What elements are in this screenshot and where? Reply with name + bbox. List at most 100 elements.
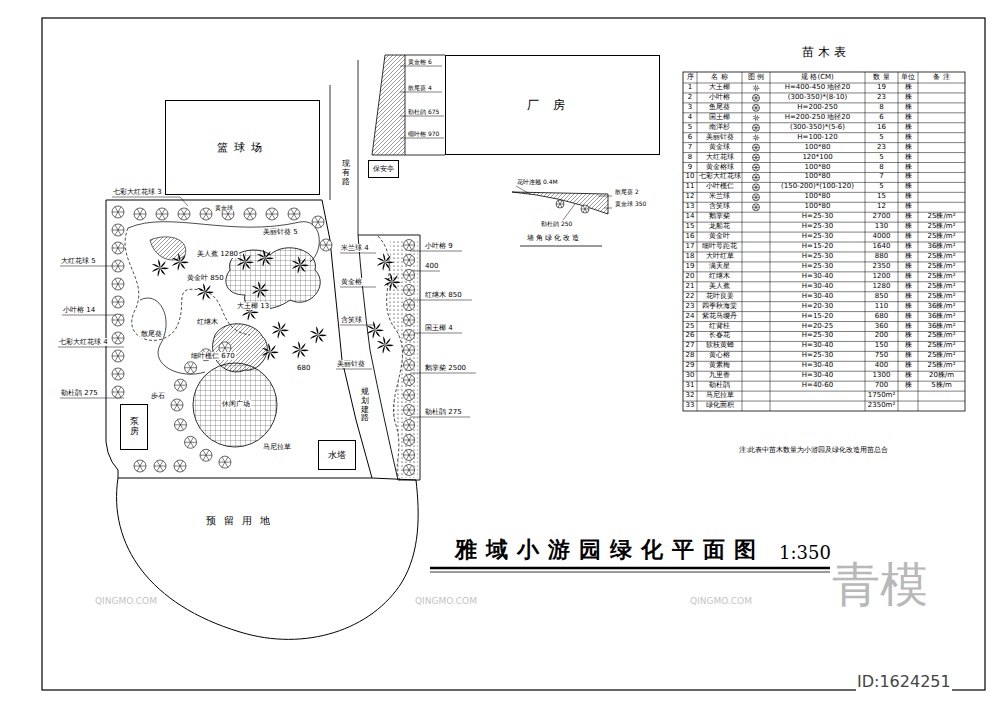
tree-branch: [318, 222, 324, 223]
table-cell: 850: [865, 292, 898, 302]
road-name: 规划建路: [360, 388, 370, 423]
tree-crown: [556, 200, 564, 208]
table-cell: 紫花马缨丹: [697, 312, 742, 322]
tree-symbol: [112, 350, 124, 362]
table-cell: 大红花球: [697, 153, 742, 163]
table-cell: 株: [898, 222, 918, 232]
table-cell: 大叶红草: [697, 252, 742, 262]
tree-branch: [406, 330, 409, 335]
table-cell: 马尼拉草: [697, 391, 742, 401]
table-cell: 36株/m²: [918, 322, 965, 332]
tree-branch: [756, 95, 758, 98]
palm-leaf: [375, 323, 381, 330]
tree-branch: [247, 209, 250, 214]
tree-branch: [115, 243, 118, 248]
table-cell: 27: [683, 341, 697, 351]
tree-crown: [174, 419, 186, 431]
tree-branch: [409, 435, 412, 440]
tree-branch: [188, 363, 191, 368]
watermark: QINGMO.COM: [95, 596, 157, 607]
palm-leaf: [203, 283, 205, 292]
tree-branch: [756, 107, 760, 108]
palm-leaf: [245, 262, 251, 269]
palm-leaf: [756, 115, 758, 118]
tree-branch: [137, 461, 140, 466]
table-cell: 880: [865, 252, 898, 262]
tree-branch: [222, 214, 228, 215]
tree-branch: [409, 245, 412, 250]
tree-branch: [754, 128, 756, 131]
tree-branch: [112, 374, 118, 375]
tree-branch: [115, 279, 118, 284]
table-cell: 200: [865, 331, 898, 341]
table-cell: 黄素梅: [697, 361, 742, 371]
tree-branch: [754, 197, 756, 200]
table-cell: 25株/m²: [918, 331, 965, 341]
caption-underline: [520, 246, 602, 247]
tree-branch: [191, 367, 197, 368]
tree-branch: [756, 125, 758, 128]
table-cell: H=30-40: [770, 282, 865, 292]
tree-branch: [203, 214, 206, 219]
tree-branch: [203, 455, 206, 460]
table-cell: 11: [683, 182, 697, 192]
drawing-title: 雅域小游园绿化平面图: [455, 536, 765, 562]
tree-symbol: [112, 242, 124, 254]
tree-branch: [753, 147, 757, 148]
tree-crown: [112, 368, 124, 380]
palm-leaf: [180, 262, 189, 264]
tree-branch: [118, 212, 124, 213]
plant-callout: 黄金球: [214, 204, 234, 211]
tree-crown: [404, 240, 415, 251]
tree-symbol: [556, 200, 564, 208]
tree-branch: [756, 197, 758, 200]
tree-branch: [174, 466, 180, 467]
tree-branch: [409, 440, 415, 441]
palm-leaf: [172, 262, 180, 266]
table-cell: 株: [898, 282, 918, 292]
tree-branch: [585, 209, 587, 212]
table-cell: 株: [898, 143, 918, 153]
tree-symbol: [112, 332, 124, 344]
table-cell: 4000: [865, 232, 898, 242]
tree-branch: [115, 302, 118, 307]
palm-leaf: [272, 330, 280, 334]
tree-symbol: [244, 208, 256, 220]
palm-symbol: [752, 134, 760, 142]
tree-branch: [157, 466, 160, 471]
tree-branch: [756, 207, 758, 210]
palm-leaf: [367, 326, 375, 330]
tree-crown: [185, 436, 197, 448]
tree-branch: [756, 97, 760, 98]
plant-callout: 小叶榕 14: [62, 306, 96, 314]
plant-callout: 680: [296, 364, 311, 372]
table-border: [683, 72, 965, 411]
plant-callout: 红继木: [196, 318, 219, 326]
tree-branch: [404, 380, 410, 381]
table-cell: 鹅掌柴: [697, 212, 742, 222]
planting-strip: [372, 55, 405, 155]
tree-branch: [191, 437, 194, 442]
pump-house-box: 泵房: [120, 404, 148, 450]
table-cell: 细叶萼距花: [697, 242, 742, 252]
tree-branch: [404, 395, 410, 396]
tree-branch: [406, 450, 409, 455]
plant-callout: 细叶榄仁 670: [190, 352, 236, 360]
tree-branch: [756, 127, 760, 128]
tree-branch: [112, 266, 118, 267]
palm-symbol: [292, 341, 309, 359]
tree-branch: [756, 164, 758, 167]
tree-branch: [118, 302, 124, 303]
palm-leaf: [250, 312, 259, 314]
table-cell: 7: [865, 172, 898, 182]
tree-symbol: [753, 154, 760, 161]
tree-symbol: [320, 239, 332, 251]
palm-symbol: [252, 281, 269, 299]
plant-callout: 预留用地: [205, 515, 279, 527]
tree-branch: [756, 187, 760, 188]
tree-branch: [206, 455, 212, 456]
tree-branch: [406, 260, 409, 265]
box-label: 保安亭: [373, 164, 394, 174]
tree-branch: [409, 405, 412, 410]
palm-leaf: [258, 281, 260, 290]
